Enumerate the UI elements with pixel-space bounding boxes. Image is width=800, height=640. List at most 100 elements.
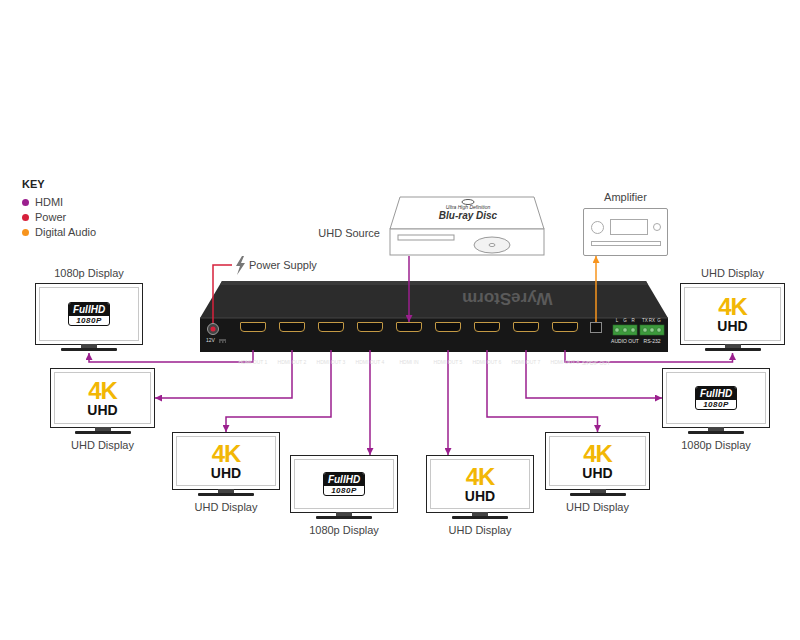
splitter: HDMI OUT 1HDMI OUT 2HDMI OUT 3HDMI OUT 4… xyxy=(200,280,668,352)
pin-label: TX xyxy=(642,319,648,324)
display-stand xyxy=(688,431,744,434)
display-label: UHD Display xyxy=(449,524,512,536)
hdmi-port: HDMI OUT 8 xyxy=(548,322,582,350)
hdmi-cable xyxy=(526,350,662,398)
legend-item: Power xyxy=(22,211,66,223)
display-label: 1080p Display xyxy=(309,524,379,536)
amp-knob xyxy=(653,223,661,231)
port-label: HDMI OUT 2 xyxy=(278,360,307,366)
display-label: 1080p Display xyxy=(54,267,124,279)
legend-swatch xyxy=(22,199,29,206)
port-label: HDMI OUT 8 xyxy=(551,360,580,366)
power-jack xyxy=(208,324,219,335)
display-label: UHD Display xyxy=(195,501,258,513)
port-label: HDMI OUT 7 xyxy=(512,360,541,366)
hdmi-socket xyxy=(357,322,383,332)
uhd-logo: 4KUHD xyxy=(717,295,747,333)
display-stand xyxy=(705,348,761,351)
legend-item: Digital Audio xyxy=(22,226,96,238)
hdmi-cable xyxy=(447,350,449,455)
bluray-logo: Ultra High DefinitionBlu-ray Disc xyxy=(416,204,520,221)
spdif-port: S/PDIF OUT xyxy=(580,322,612,350)
hdmi-socket xyxy=(240,322,266,332)
amp-knob xyxy=(591,221,604,234)
display-stand xyxy=(75,431,131,434)
logo-text: 1080P xyxy=(72,316,106,326)
fullhd-logo: FullHD1080P xyxy=(323,472,365,497)
uhd-logo: 4KUHD xyxy=(211,442,241,480)
logo-text: 1080P xyxy=(327,486,361,496)
audio-cable xyxy=(595,256,597,322)
display-label: 1080p Display xyxy=(681,439,751,451)
hdmi-cable xyxy=(89,350,253,362)
pin-label: G xyxy=(623,319,627,324)
uhd-logo: 4KUHD xyxy=(465,465,495,503)
legend-text: Digital Audio xyxy=(35,226,96,238)
amplifier: Amplifier xyxy=(583,208,668,256)
logo-text: Ultra High Definition xyxy=(446,204,490,210)
terminal-screws xyxy=(615,328,661,332)
display-label: UHD Display xyxy=(566,501,629,513)
hdmi-port: HDMI OUT 4 xyxy=(353,322,387,350)
amp-panel xyxy=(591,241,661,246)
port-label: HDMI OUT 1 xyxy=(239,360,268,366)
bluray-icon xyxy=(462,200,474,205)
logo-text: FullHD xyxy=(69,303,109,316)
terminal-screw xyxy=(650,328,654,332)
port-label: AUDIO OUT xyxy=(611,339,639,345)
brand-logo: WyreStorm xyxy=(462,288,552,308)
display-stand xyxy=(61,348,117,351)
display-stand xyxy=(452,516,508,519)
logo-text: 4K xyxy=(718,295,747,319)
terminal-screw xyxy=(623,328,627,332)
logo-text: FullHD xyxy=(324,473,364,486)
pin-label: RX xyxy=(649,319,655,324)
display-label: UHD Display xyxy=(71,439,134,451)
terminal-screw xyxy=(631,328,635,332)
splitter-front xyxy=(200,318,668,352)
legend-swatch xyxy=(22,214,29,221)
port-label: HDMI IN xyxy=(399,360,418,366)
hdmi-socket xyxy=(279,322,305,332)
optical-socket xyxy=(590,322,602,333)
hdmi-port: HDMI IN xyxy=(392,322,426,350)
device-label: Amplifier xyxy=(604,191,647,203)
hdmi-socket xyxy=(513,322,539,332)
hdmi-socket xyxy=(552,322,578,332)
display: UHD Display4KUHD xyxy=(50,368,155,428)
logo-text: FullHD xyxy=(696,387,736,400)
hdmi-port: HDMI OUT 3 xyxy=(314,322,348,350)
disc-hole xyxy=(489,244,495,247)
legend-title: KEY xyxy=(22,178,45,190)
display-stand xyxy=(198,493,254,496)
display: UHD Display4KUHD xyxy=(426,455,534,513)
pin-label: R xyxy=(631,319,634,324)
port-label: RS-232 xyxy=(644,339,661,345)
port-label: HDMI OUT 5 xyxy=(434,360,463,366)
rs232-terminal xyxy=(640,325,664,335)
device-label: UHD Source xyxy=(318,227,380,239)
splitter-seam xyxy=(200,318,668,319)
hdmi-port: HDMI OUT 6 xyxy=(470,322,504,350)
amp-display xyxy=(610,219,648,235)
hdmi-port: HDMI OUT 2 xyxy=(275,322,309,350)
fullhd-logo: FullHD1080P xyxy=(695,386,737,411)
display-stand xyxy=(570,493,626,496)
logo-text: UHD xyxy=(465,489,495,503)
logo-text: 1080P xyxy=(699,400,733,410)
legend-item: HDMI xyxy=(22,196,63,208)
logo-text: Blu-ray Disc xyxy=(439,210,497,221)
hdmi-cable xyxy=(408,256,410,322)
display: UHD Display4KUHD xyxy=(172,432,280,490)
hdmi-cable xyxy=(369,350,371,455)
display: UHD Display4KUHD xyxy=(680,283,785,345)
logo-text: UHD xyxy=(582,466,612,480)
disc-slot xyxy=(398,235,454,240)
pin-label: L xyxy=(616,319,619,324)
legend-swatch xyxy=(22,229,29,236)
port-label: HDMI OUT 4 xyxy=(356,360,385,366)
hdmi-port: HDMI OUT 7 xyxy=(509,322,543,350)
audio-terminal xyxy=(613,325,637,335)
logo-text: 4K xyxy=(212,442,241,466)
display-stand xyxy=(316,516,372,519)
